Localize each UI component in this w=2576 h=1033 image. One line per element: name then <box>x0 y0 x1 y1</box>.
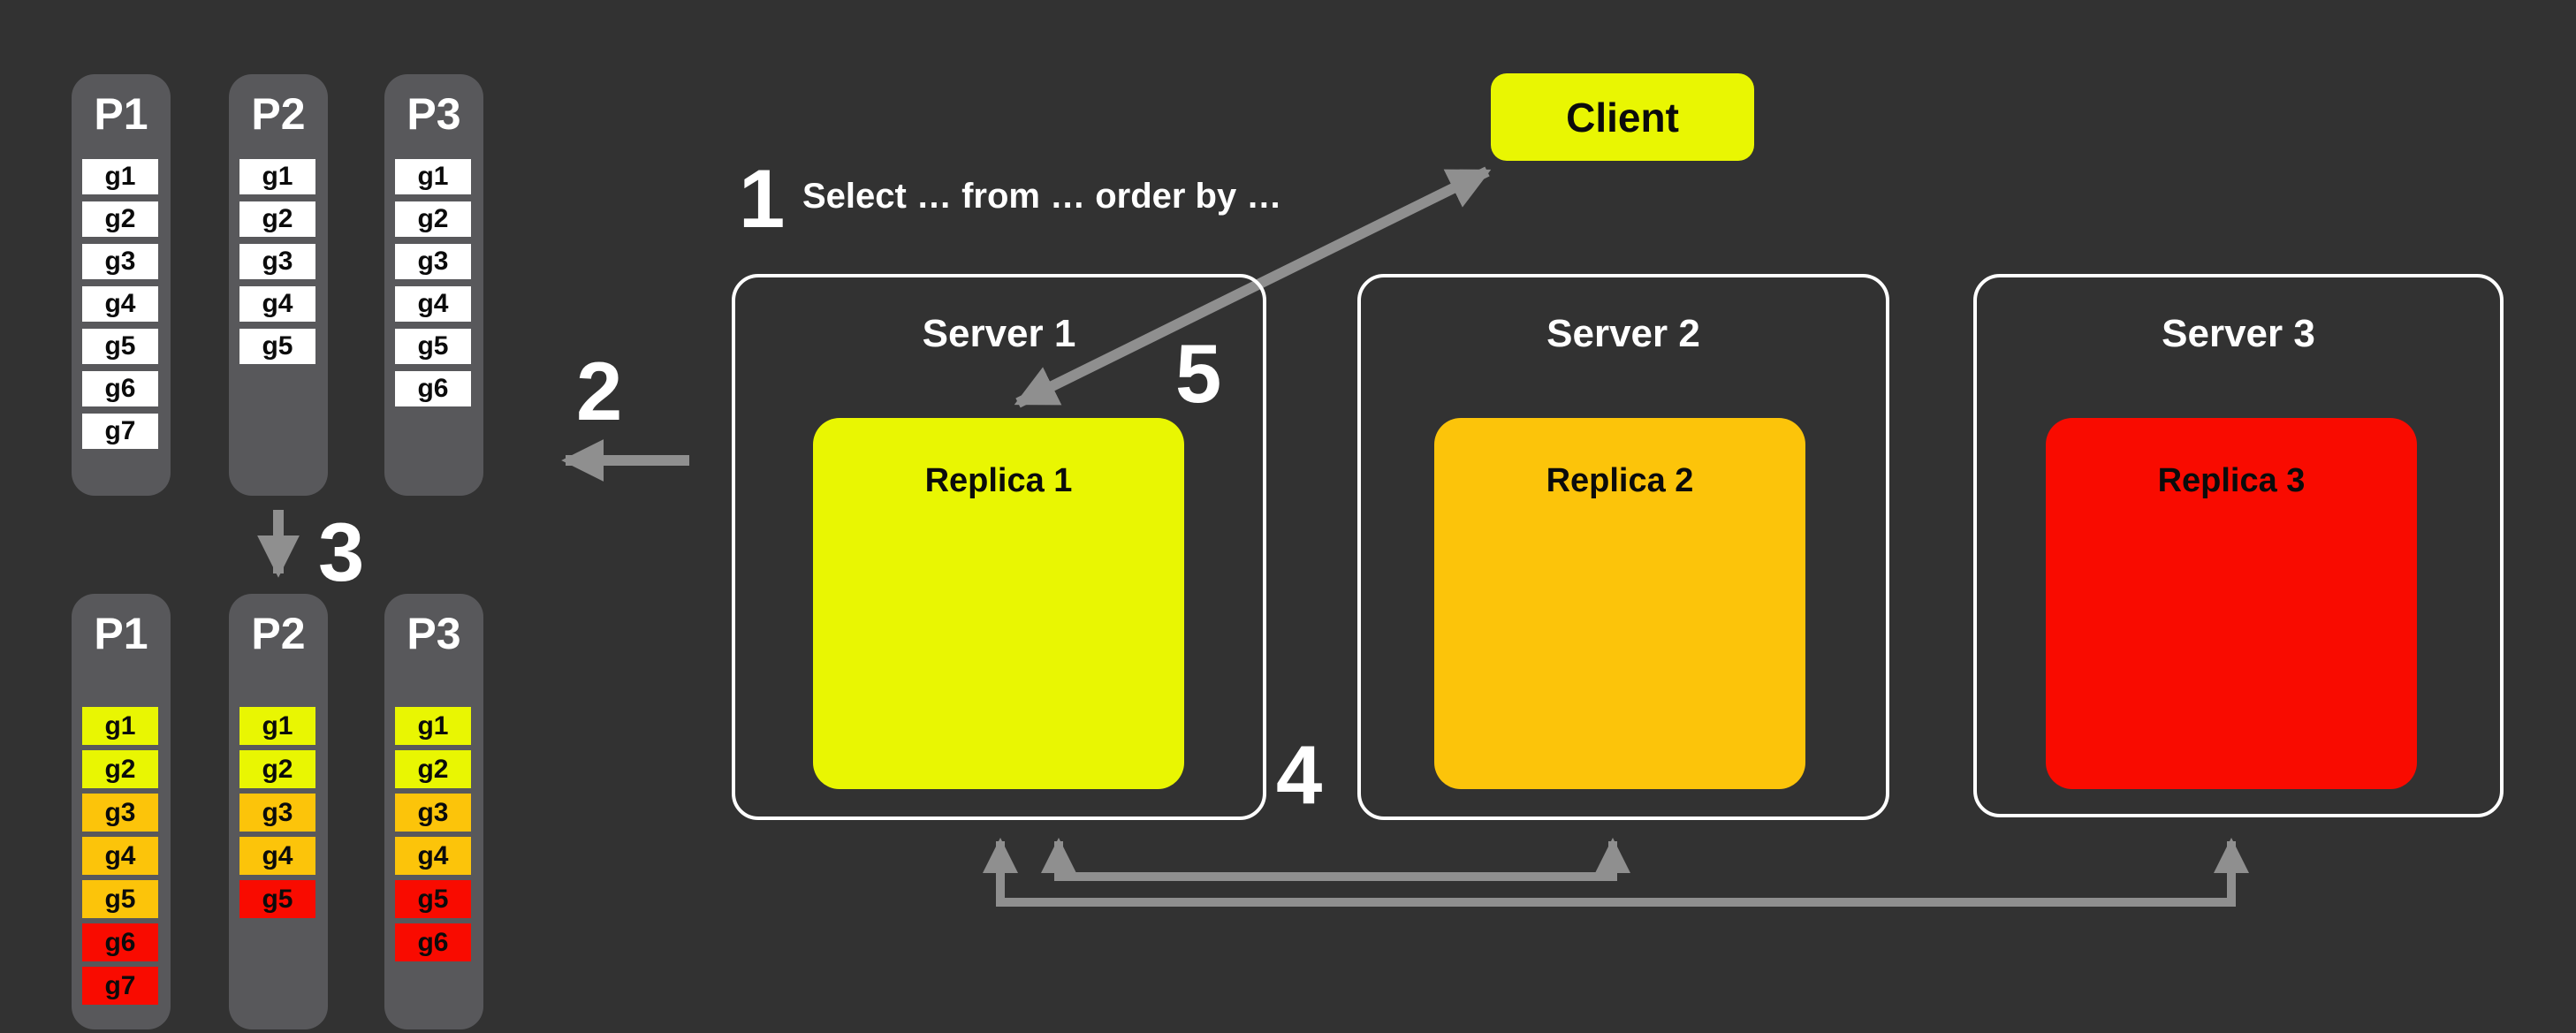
partition-cell: g5 <box>239 329 315 364</box>
partition-cell: g4 <box>395 286 471 322</box>
replica-label: Replica 2 <box>1546 462 1694 499</box>
replica-box-3: Replica 3 <box>2046 418 2417 789</box>
partition-column-p1: P1 g1 g2 g3 g4 g5 g6 g7 <box>72 594 171 1029</box>
partition-cell: g2 <box>239 201 315 237</box>
partition-title: P1 <box>94 609 148 658</box>
step-1-number: 1 <box>739 152 786 245</box>
partition-cell: g3 <box>239 244 315 279</box>
partition-cell: g5 <box>239 880 315 918</box>
scatter-arrow-server1-server2 <box>1041 838 1630 881</box>
server-title: Server 2 <box>1546 312 1700 355</box>
partition-cell: g5 <box>82 329 158 364</box>
step-4-number: 4 <box>1276 728 1323 821</box>
partition-cell: g6 <box>395 923 471 961</box>
partition-cell: g6 <box>82 371 158 406</box>
partition-title: P2 <box>251 89 306 139</box>
scatter-arrow-server1-server3 <box>983 838 2249 907</box>
partition-cell: g2 <box>239 750 315 788</box>
server-title: Server 3 <box>2162 312 2315 355</box>
step-5-number: 5 <box>1175 327 1222 420</box>
query-text: Select … from … order by … <box>802 177 1282 216</box>
partition-title: P3 <box>407 89 461 139</box>
partition-cell: g3 <box>82 794 158 832</box>
client-box: Client <box>1491 73 1754 161</box>
partition-cell: g4 <box>239 837 315 875</box>
replica-box-2: Replica 2 <box>1434 418 1805 789</box>
partition-column-p2: P2 g1 g2 g3 g4 g5 <box>229 74 328 496</box>
server-box-2: Server 2 <box>1357 274 1889 820</box>
partition-cell: g5 <box>82 880 158 918</box>
partition-column-p1: P1 g1 g2 g3 g4 g5 g6 g7 <box>72 74 171 496</box>
step-3-number: 3 <box>318 505 365 598</box>
partition-cell: g2 <box>82 201 158 237</box>
partition-cell: g6 <box>82 923 158 961</box>
partition-cell: g2 <box>395 201 471 237</box>
partition-cell: g2 <box>395 750 471 788</box>
partition-cell: g3 <box>82 244 158 279</box>
partition-title: P1 <box>94 89 148 139</box>
replica-label: Replica 1 <box>924 462 1073 499</box>
partition-cell: g5 <box>395 329 471 364</box>
server-box-3: Server 3 <box>1973 274 2504 817</box>
partition-cell: g1 <box>239 707 315 745</box>
partition-cell: g6 <box>395 371 471 406</box>
partition-cell: g1 <box>82 707 158 745</box>
server-box-1: Server 1 <box>732 274 1266 820</box>
partition-cell: g1 <box>395 707 471 745</box>
partition-cell: g4 <box>82 286 158 322</box>
partition-column-p2: P2 g1 g2 g3 g4 g5 <box>229 594 328 1029</box>
partition-cell: g7 <box>82 967 158 1005</box>
server-title: Server 1 <box>922 312 1076 355</box>
partition-cell: g3 <box>395 244 471 279</box>
partition-column-p3: P3 g1 g2 g3 g4 g5 g6 <box>384 74 483 496</box>
partition-cell: g1 <box>239 159 315 194</box>
partition-cell: g5 <box>395 880 471 918</box>
partition-title: P2 <box>251 609 306 658</box>
step-2-number: 2 <box>576 345 623 437</box>
partition-cell: g1 <box>395 159 471 194</box>
partition-cell: g7 <box>82 414 158 449</box>
partition-cell: g4 <box>82 837 158 875</box>
partition-cell: g3 <box>239 794 315 832</box>
replica-label: Replica 3 <box>2157 462 2306 499</box>
partition-column-p3: P3 g1 g2 g3 g4 g5 g6 <box>384 594 483 1029</box>
partition-cell: g4 <box>239 286 315 322</box>
replica-box-1: Replica 1 <box>813 418 1184 789</box>
partition-cell: g4 <box>395 837 471 875</box>
partition-title: P3 <box>407 609 461 658</box>
partition-cell: g1 <box>82 159 158 194</box>
partition-cell: g2 <box>82 750 158 788</box>
partition-cell: g3 <box>395 794 471 832</box>
